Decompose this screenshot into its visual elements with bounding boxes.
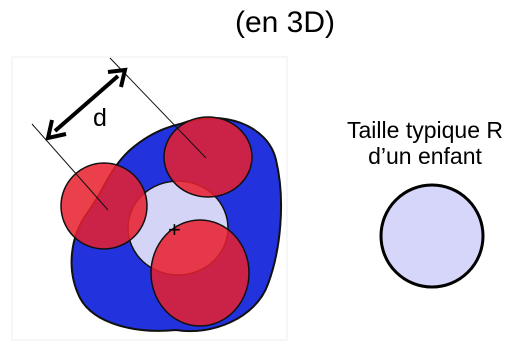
fragment-top [164, 117, 252, 197]
child-size-label-line2: d’un enfant [325, 143, 517, 170]
distance-arrow [55, 76, 118, 131]
center-marker: + [168, 217, 181, 242]
fragment-bottom [151, 220, 249, 326]
child-size-label-line1: Taille typique R [325, 117, 517, 144]
child-size-circle [381, 185, 483, 287]
distance-label: d [93, 104, 107, 132]
